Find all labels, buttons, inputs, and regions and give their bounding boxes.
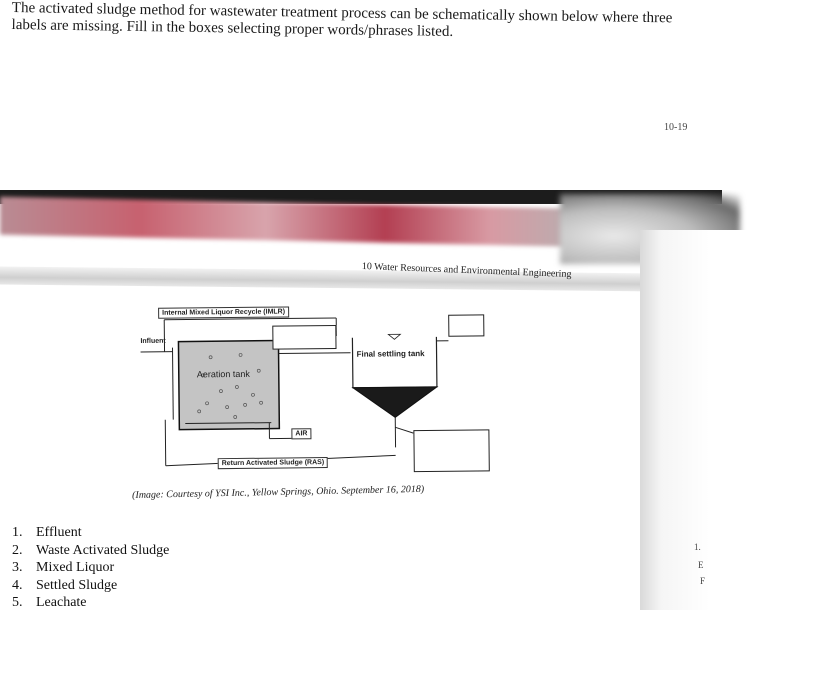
process-diagram: Internal Mixed Liquor Recycle (IMLR) Inf… (140, 296, 502, 485)
influent-label: Influent (140, 337, 166, 345)
option-item: 1. Effluent (12, 524, 169, 542)
aeration-tank-label: Aeration tank (196, 368, 250, 380)
right-page (640, 230, 814, 610)
image-caption: (Image: Courtesy of YSI Inc., Yellow Spr… (132, 483, 425, 501)
final-settling-tank-label: Final settling tank (356, 349, 425, 359)
page-number: 10-19 (664, 122, 688, 133)
textbook-photo: 10 Water Resources and Environmental Eng… (0, 190, 814, 620)
option-item: 5. Leachate (12, 594, 169, 612)
option-label: Effluent (36, 525, 82, 540)
aeration-tank-shape (177, 339, 281, 431)
margin-mark-3: F (700, 576, 706, 586)
answer-box-2[interactable] (448, 314, 485, 337)
margin-mark-2: E (698, 560, 704, 570)
option-label: Mixed Liquor (36, 560, 115, 575)
option-item: 4. Settled Sludge (12, 577, 169, 595)
option-item: 3. Mixed Liquor (12, 559, 169, 577)
option-label: Settled Sludge (36, 577, 118, 593)
option-number: 5. (12, 595, 23, 610)
settling-cone (351, 386, 439, 418)
option-label: Waste Activated Sludge (36, 542, 170, 558)
answer-box-1[interactable] (272, 324, 337, 350)
air-label: AIR (291, 428, 312, 440)
option-number: 2. (12, 542, 23, 558)
option-number: 3. (12, 560, 23, 575)
option-number: 1. (12, 525, 23, 540)
answer-box-3[interactable] (413, 429, 490, 473)
imlr-label: Internal Mixed Liquor Recycle (IMLR) (158, 306, 290, 319)
options-list: 1. Effluent 2. Waste Activated Sludge 3. Mi… (12, 524, 169, 612)
margin-mark-1: 1. (694, 542, 701, 552)
question-text: The activated sludge method for wastewat… (11, 0, 673, 40)
option-number: 4. (12, 577, 23, 593)
ras-label: Return Activated Sludge (RAS) (217, 457, 329, 470)
option-label: Leachate (36, 595, 87, 610)
option-item: 2. Waste Activated Sludge (12, 542, 169, 560)
